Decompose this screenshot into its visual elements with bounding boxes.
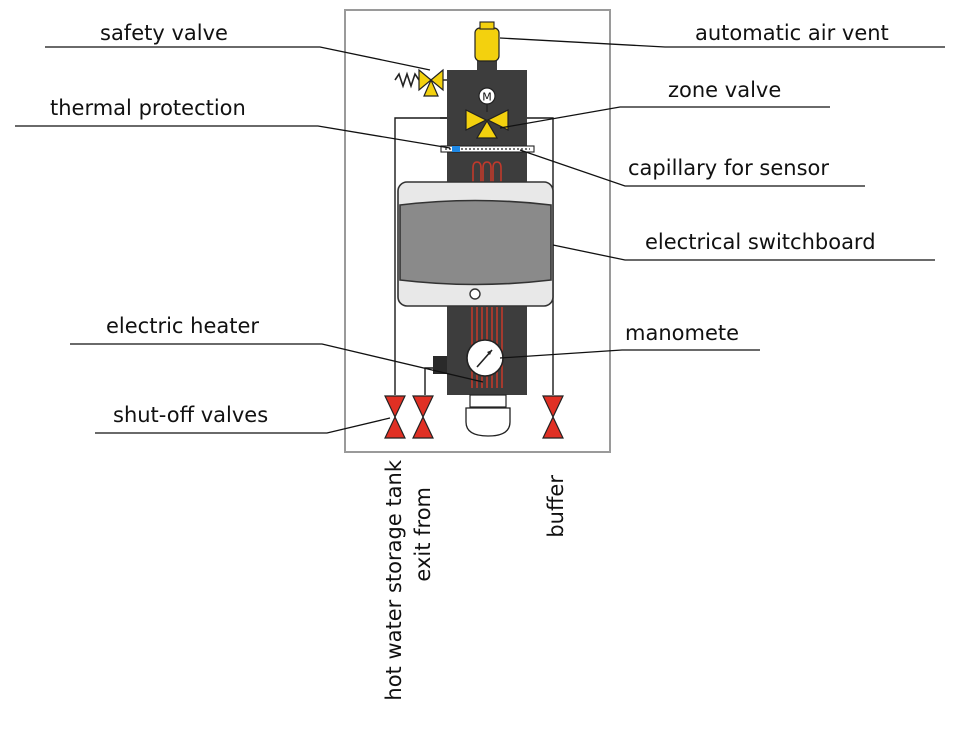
label-electric-heater: electric heater bbox=[106, 314, 259, 338]
enclosure-frame bbox=[344, 9, 611, 453]
leader-thermal-protection bbox=[15, 125, 451, 149]
electrical-switchboard bbox=[397, 181, 554, 307]
label-automatic-air-vent: automatic air vent bbox=[695, 21, 889, 45]
label-outlet-hot-water-tank: hot water storage tank bbox=[382, 459, 406, 700]
capillary-sensor bbox=[440, 145, 535, 153]
leader-capillary bbox=[519, 149, 865, 187]
leader-switchboard bbox=[552, 244, 935, 261]
sensor-blue-marker bbox=[452, 146, 460, 152]
safety-valve-icon bbox=[394, 68, 444, 97]
leader-electric-heater bbox=[70, 343, 484, 383]
zone-valve-icon bbox=[465, 104, 509, 139]
leader-safety-valve bbox=[45, 46, 431, 71]
label-thermal-protection: thermal protection bbox=[50, 96, 246, 120]
label-shut-off-valves: shut-off valves bbox=[113, 403, 268, 427]
leader-lines bbox=[15, 37, 945, 434]
label-outlet-exit-from: exit from bbox=[411, 487, 435, 582]
heater-coil-upper bbox=[472, 161, 502, 182]
label-zone-valve: zone valve bbox=[668, 78, 781, 102]
leader-manometer bbox=[499, 349, 760, 359]
shut-off-valve-buffer bbox=[542, 395, 564, 439]
leader-shut-off-valves bbox=[95, 417, 391, 434]
zone-valve-motor: M bbox=[478, 87, 496, 105]
heater-housing bbox=[469, 394, 507, 408]
manometer-icon bbox=[466, 339, 504, 377]
shut-off-valve-hot-water bbox=[384, 395, 406, 439]
leader-zone-valve bbox=[499, 106, 830, 129]
motor-icon: M bbox=[482, 91, 492, 104]
label-outlet-buffer: buffer bbox=[544, 475, 568, 538]
leader-air-vent bbox=[499, 37, 945, 48]
switchboard-indicator bbox=[469, 288, 481, 300]
automatic-air-vent-icon bbox=[474, 21, 500, 70]
label-electrical-switchboard: electrical switchboard bbox=[645, 230, 876, 254]
label-manometer: manomete bbox=[625, 321, 739, 345]
heater-connector bbox=[433, 356, 447, 374]
heater-bulb bbox=[465, 407, 511, 437]
label-safety-valve: safety valve bbox=[100, 21, 228, 45]
shut-off-valve-exit bbox=[412, 395, 434, 439]
label-capillary-for-sensor: capillary for sensor bbox=[628, 156, 829, 180]
